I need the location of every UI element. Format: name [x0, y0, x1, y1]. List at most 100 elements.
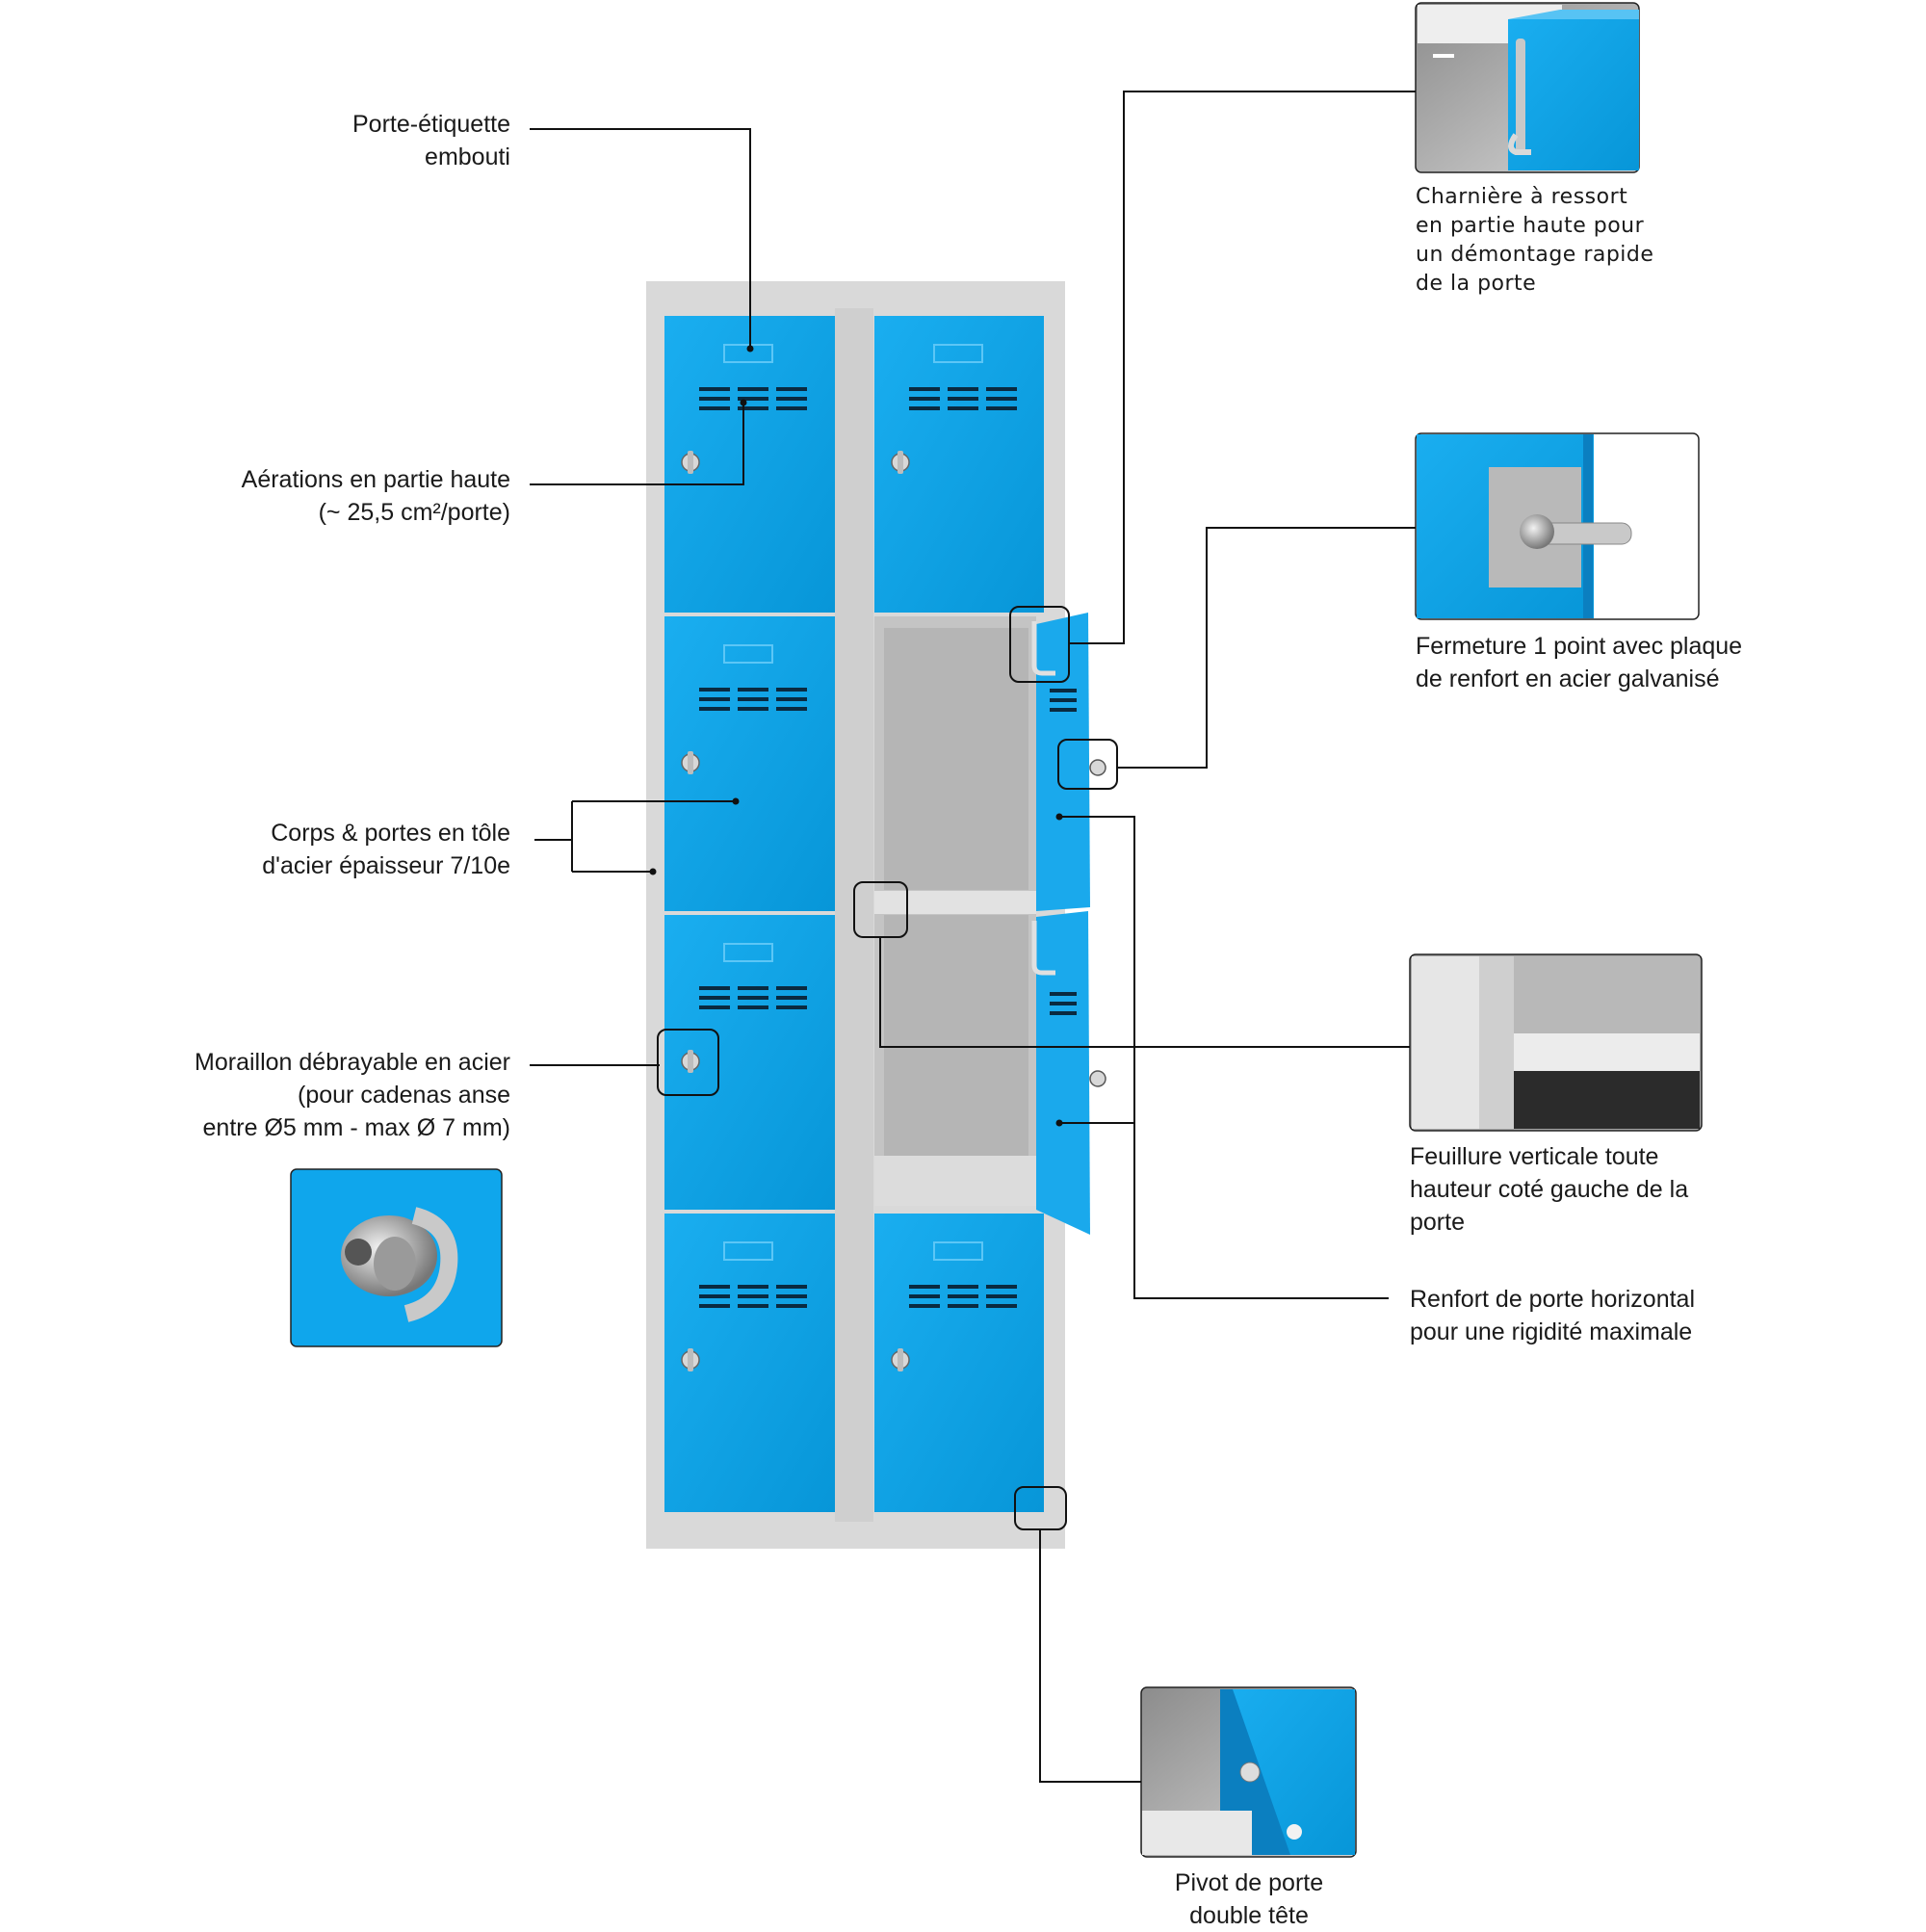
- vent-slot: [738, 707, 768, 711]
- vent-slot: [738, 387, 768, 391]
- vent-slot: [738, 397, 768, 401]
- vent-slot: [909, 1304, 940, 1308]
- callout-dot: [1055, 813, 1063, 821]
- vent-slot: [948, 387, 978, 391]
- door-rebate-icon: [1409, 953, 1703, 1132]
- vent-slot: [776, 387, 807, 391]
- vent-slot: [738, 996, 768, 1000]
- label-holder: [723, 644, 773, 664]
- vent-slot: [986, 397, 1017, 401]
- vent-slot: [699, 1285, 730, 1289]
- vent-slot: [699, 996, 730, 1000]
- vent-slot: [699, 707, 730, 711]
- vent-slot: [909, 1285, 940, 1289]
- vent-slot: [986, 387, 1017, 391]
- open-door-edge: [1036, 911, 1090, 1235]
- callout-dot: [732, 797, 740, 805]
- callout-pivot: [1039, 1529, 1141, 1783]
- vent-slot: [699, 387, 730, 391]
- open-door-edge: [1036, 613, 1090, 911]
- vent-slot: [738, 1005, 768, 1009]
- callout-charniere: [1069, 91, 1416, 644]
- vent-slot: [738, 986, 768, 990]
- vent-slot: [948, 1285, 978, 1289]
- vent-slot: [1050, 698, 1077, 702]
- vent-slot: [1050, 708, 1077, 712]
- vent-slot: [699, 406, 730, 410]
- hasp-latch: [688, 1050, 693, 1073]
- label-moraillon: Moraillon débrayable en acier (pour cade…: [195, 1049, 510, 1141]
- callout-dot: [740, 399, 747, 406]
- vent-slot: [776, 1005, 807, 1009]
- callout-dots: [649, 345, 1063, 1127]
- callout-aerations: [530, 403, 744, 485]
- vent-slot: [776, 406, 807, 410]
- vent-slot: [986, 1304, 1017, 1308]
- vent-slot: [776, 1304, 807, 1308]
- hasp: [1089, 1070, 1106, 1087]
- hasp: [1089, 759, 1106, 776]
- label-aerations: Aérations en partie haute (~ 25,5 cm²/po…: [241, 466, 510, 526]
- hasp-latch: [898, 451, 903, 474]
- hasp-latch: [688, 751, 693, 774]
- vent-slot: [948, 1304, 978, 1308]
- callout-charniere-frame: [1009, 606, 1070, 683]
- vent-slot: [986, 406, 1017, 410]
- label-feuillure: Feuillure verticale toute hauteur coté g…: [1410, 1143, 1689, 1236]
- vent-slot: [699, 697, 730, 701]
- callout-feuillure: [879, 936, 1410, 1048]
- lock-plate-icon: [1415, 432, 1700, 620]
- vent-slot: [738, 1285, 768, 1289]
- label-renfort: Renfort de porte horizontal pour une rig…: [1410, 1286, 1696, 1345]
- vent-slot: [1050, 992, 1077, 996]
- vent-slot: [738, 1304, 768, 1308]
- vent-slot: [909, 397, 940, 401]
- label-holder: [723, 943, 773, 962]
- vent-slot: [738, 688, 768, 692]
- vent-slot: [909, 406, 940, 410]
- open-door-details: [1031, 621, 1106, 1087]
- spring-hinge: [1031, 921, 1055, 976]
- hasp-latch: [898, 1348, 903, 1371]
- spring-hinge-icon: [1415, 2, 1640, 173]
- vent-slot: [738, 406, 768, 410]
- label-corps-portes: Corps & portes en tôle d'acier épaisseur…: [262, 820, 510, 879]
- vent-slot: [699, 1304, 730, 1308]
- vent-slot: [776, 697, 807, 701]
- vent-slot: [738, 1294, 768, 1298]
- vent-slot: [909, 387, 940, 391]
- label-holder: [723, 344, 773, 363]
- callout-fermeture-frame: [1057, 739, 1118, 790]
- label-fermeture: Fermeture 1 point avec plaque de renfort…: [1416, 633, 1743, 692]
- hasp-icon: [290, 1168, 503, 1347]
- vent-slot: [738, 697, 768, 701]
- vent-slot: [776, 996, 807, 1000]
- vent-slot: [699, 1005, 730, 1009]
- door-details: [681, 344, 1017, 1371]
- vent-slot: [948, 406, 978, 410]
- label-porte-etiquette: Porte-étiquette embouti: [352, 111, 510, 170]
- label-holder: [723, 1241, 773, 1261]
- callout-feuillure-frame: [853, 881, 908, 938]
- vent-slot: [986, 1285, 1017, 1289]
- callout-porte-etiquette: [530, 128, 751, 349]
- callout-renfort: [1059, 816, 1389, 1299]
- vent-slot: [776, 1294, 807, 1298]
- vent-slot: [776, 688, 807, 692]
- vent-slot: [776, 397, 807, 401]
- vent-slot: [699, 397, 730, 401]
- callout-dot: [1055, 1119, 1063, 1127]
- vent-slot: [776, 707, 807, 711]
- vent-slot: [986, 1294, 1017, 1298]
- spring-hinge: [1031, 621, 1055, 676]
- vent-slot: [1050, 689, 1077, 692]
- hasp-latch: [688, 1348, 693, 1371]
- vent-slot: [699, 688, 730, 692]
- callout-dot: [649, 868, 657, 875]
- compartment-floor: [874, 1156, 1036, 1206]
- callout-lines: [530, 91, 1416, 1783]
- vent-slot: [699, 986, 730, 990]
- label-pivot: Pivot de porte double tête: [1174, 1869, 1324, 1929]
